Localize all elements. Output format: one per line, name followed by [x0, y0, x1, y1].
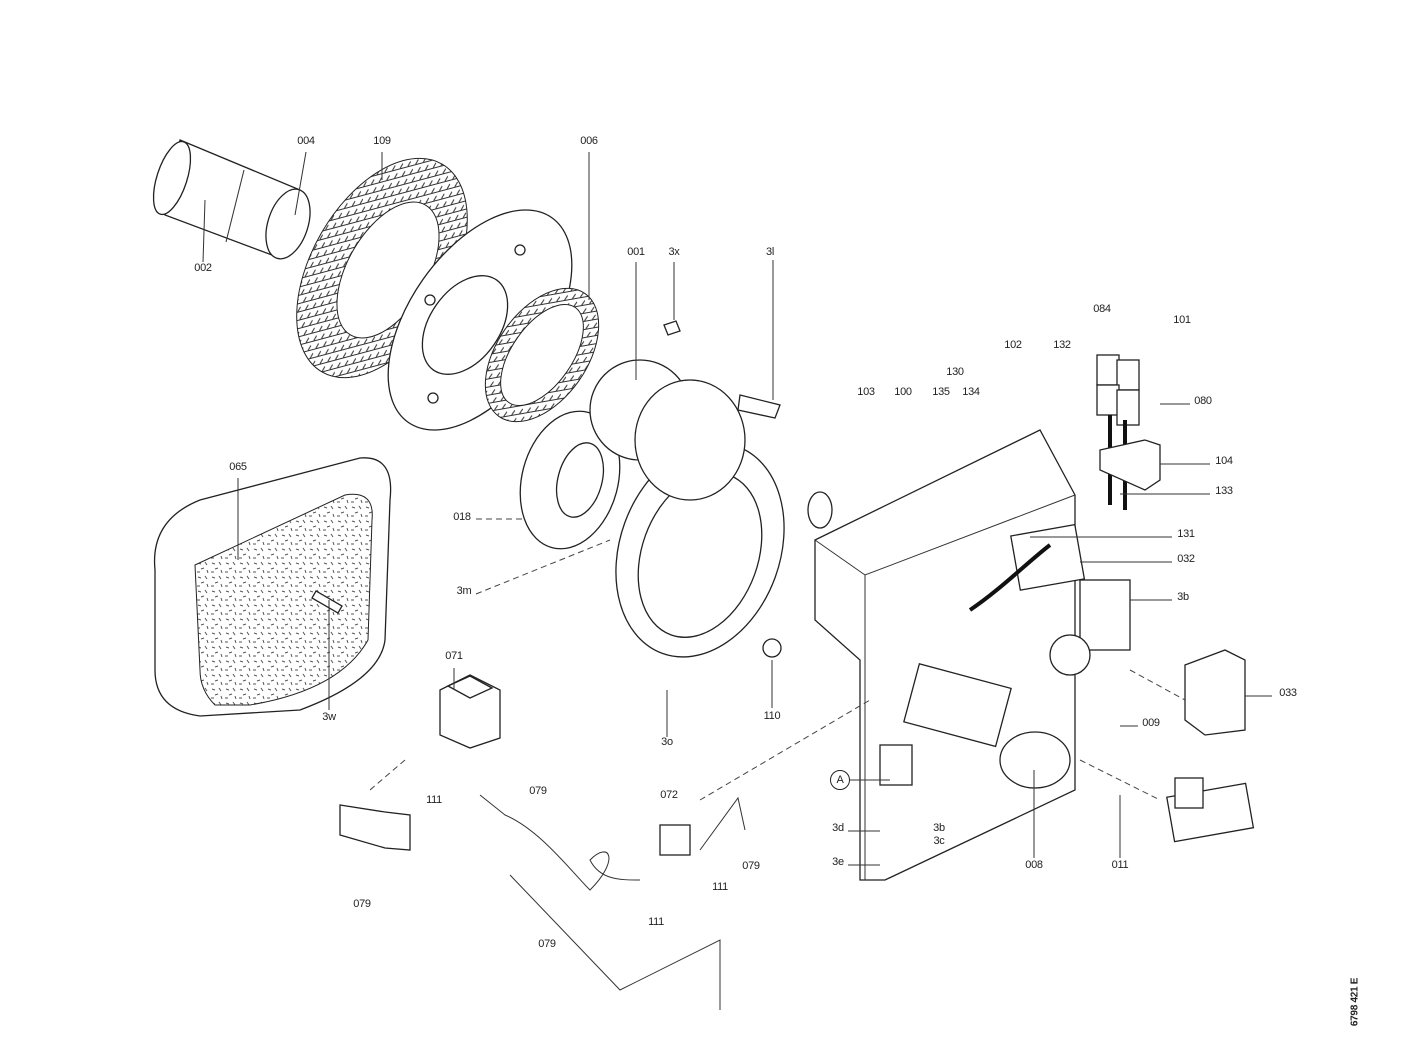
part-label: 008	[1025, 859, 1043, 871]
part-label: 3m	[456, 585, 472, 597]
bracket-079	[339, 804, 411, 851]
part-label: 006	[580, 135, 598, 147]
part-label: 134	[962, 386, 980, 398]
ignition-transformer-071	[439, 674, 501, 749]
part-label: 032	[1177, 553, 1195, 565]
part-label: 111	[426, 794, 442, 806]
part-label: 080	[1194, 395, 1212, 407]
part-label: 079	[742, 860, 760, 872]
part-label: 109	[373, 135, 391, 147]
part-label: 3c	[933, 835, 945, 847]
cover-033	[1184, 649, 1246, 736]
part-label: 135	[932, 386, 950, 398]
part-label: 084	[1093, 303, 1111, 315]
part-label: 001	[627, 246, 645, 258]
part-label: 004	[297, 135, 315, 147]
part-label: 3x	[668, 246, 680, 258]
part-label: 011	[1111, 859, 1129, 871]
flange-018	[519, 410, 621, 550]
leader-lines	[202, 151, 1272, 866]
burner-housing	[589, 260, 785, 658]
part-label: 131	[1177, 528, 1195, 540]
part-label: 103	[857, 386, 875, 398]
part-label: 079	[538, 938, 556, 950]
solenoid-072	[659, 824, 691, 856]
flame-tube	[152, 139, 311, 260]
part-label: 018	[453, 511, 471, 523]
oil-pump	[1166, 777, 1255, 843]
part-label: 111	[712, 881, 728, 893]
part-label: 133	[1215, 485, 1233, 497]
part-label: 100	[894, 386, 912, 398]
part-label: 3l	[766, 246, 774, 258]
hood-065	[153, 457, 392, 717]
part-label: 104	[1215, 455, 1233, 467]
part-label: 071	[445, 650, 463, 662]
part-label: 130	[946, 366, 964, 378]
part-label: 101	[1173, 314, 1191, 326]
relay-block	[1096, 354, 1161, 510]
part-label: 009	[1142, 717, 1160, 729]
part-label: 3w	[322, 711, 336, 723]
part-label: 102	[1004, 339, 1022, 351]
part-label: 111	[648, 916, 664, 928]
part-label: 3b	[1177, 591, 1189, 603]
part-label: 079	[529, 785, 547, 797]
drawing-number: 6798 421 E	[1349, 977, 1361, 1027]
part-label: 065	[229, 461, 247, 473]
part-label: 033	[1279, 687, 1297, 699]
part-label: 072	[660, 789, 678, 801]
detail-marker-a: A	[830, 770, 850, 790]
seal-ring-006	[484, 287, 600, 423]
part-label: 3e	[832, 856, 844, 868]
part-label: 079	[353, 898, 371, 910]
part-label: 3o	[661, 736, 673, 748]
part-label: 002	[194, 262, 212, 274]
part-label: 132	[1053, 339, 1071, 351]
oil-lines	[479, 794, 746, 1010]
part-label: 110	[763, 710, 781, 722]
control-unit	[807, 429, 1131, 881]
part-label: 3d	[832, 822, 844, 834]
part-label: 3b	[933, 822, 945, 834]
